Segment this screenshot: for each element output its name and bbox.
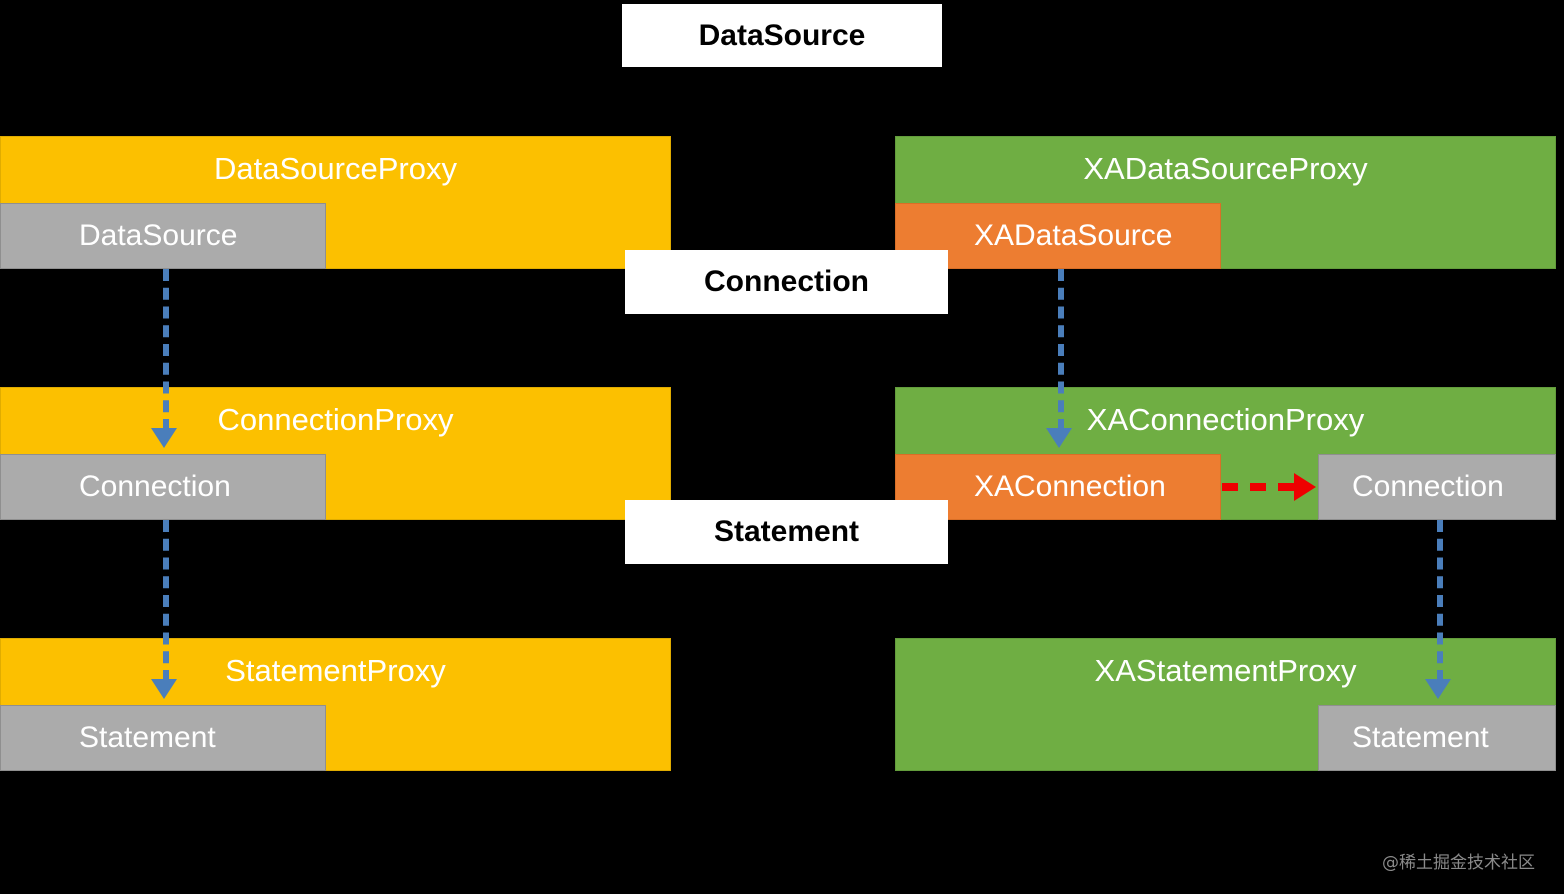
box-xadatasource-proxy-label: XADataSourceProxy: [1083, 151, 1368, 186]
box-xaconnection-extra: Connection: [1318, 454, 1556, 520]
box-statement-inner-label: Statement: [79, 721, 216, 754]
box-xastatement-proxy-label: XAStatementProxy: [1094, 653, 1357, 688]
box-xadatasource-inner: XADataSource: [895, 203, 1221, 269]
box-datasource-inner: DataSource: [0, 203, 326, 269]
box-xaconnection-proxy-label: XAConnectionProxy: [1086, 402, 1365, 437]
box-xastatement-extra-label: Statement: [1352, 721, 1489, 754]
arrowhead-datasource-to-connection: [151, 428, 177, 448]
connector-xadatasource-to-xaconnection: [1058, 269, 1064, 431]
arrowhead-xadatasource-to-xaconnection: [1046, 428, 1072, 448]
box-xaconnection-inner: XAConnection: [895, 454, 1221, 520]
box-datasource-proxy-label: DataSourceProxy: [214, 151, 457, 186]
connector-xaconnection-to-connection: [1222, 483, 1294, 491]
box-xaconnection-extra-label: Connection: [1352, 470, 1504, 503]
label-datasource: DataSource: [622, 4, 942, 67]
connector-datasource-to-connection: [163, 269, 169, 431]
box-connection-inner-label: Connection: [79, 470, 231, 503]
connector-connection-to-statement: [163, 520, 169, 682]
arrowhead-xaconnection-to-connection: [1294, 473, 1316, 501]
connector-connection-to-xastatement: [1437, 520, 1443, 682]
arrowhead-connection-to-statement: [151, 679, 177, 699]
box-xastatement-extra: Statement: [1318, 705, 1556, 771]
arrowhead-connection-to-xastatement: [1425, 679, 1451, 699]
box-statement-proxy-label: StatementProxy: [225, 653, 446, 688]
box-xadatasource-inner-label: XADataSource: [974, 219, 1173, 252]
label-statement: Statement: [625, 500, 948, 564]
box-connection-proxy-label: ConnectionProxy: [217, 402, 454, 437]
box-connection-inner: Connection: [0, 454, 326, 520]
box-xaconnection-inner-label: XAConnection: [974, 470, 1166, 503]
label-connection: Connection: [625, 250, 948, 314]
box-statement-inner: Statement: [0, 705, 326, 771]
box-xadatasource-proxy: XADataSourceProxy: [895, 136, 1556, 269]
watermark: @稀土掘金技术社区: [1382, 853, 1535, 873]
box-datasource-inner-label: DataSource: [79, 219, 238, 252]
